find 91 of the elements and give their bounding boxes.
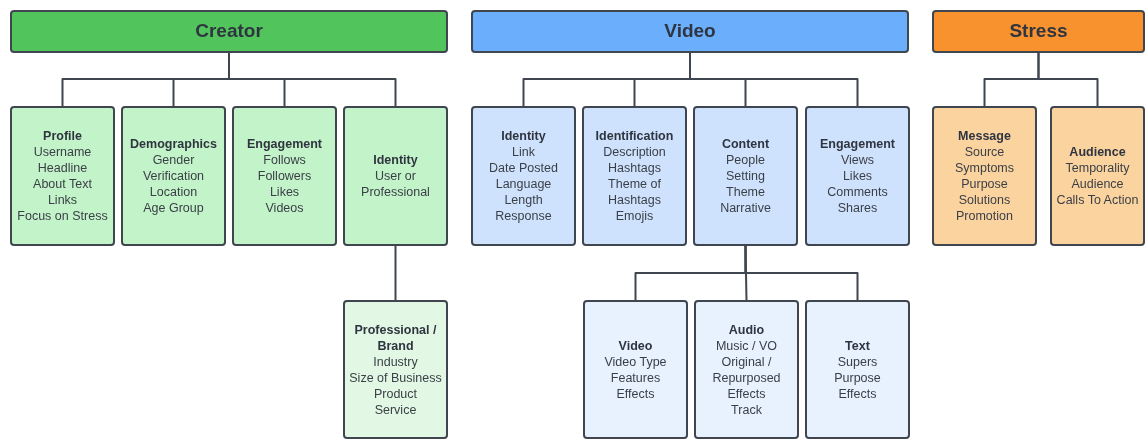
box-heading: Audience [1069,144,1126,160]
attribute-item: Theme of Hashtags [607,176,662,208]
attribute-item: Links [47,192,78,208]
attribute-item: Follows [263,152,306,168]
attribute-item: Likes [269,184,300,200]
attribute-item: Videos [265,200,304,216]
attribute-item: Theme [726,184,765,200]
attribute-box [805,106,910,246]
box-heading: Identification [595,128,674,144]
category-header-box [10,10,448,53]
attribute-item: Followers [257,168,312,184]
attribute-item: Username [33,144,92,160]
attribute-item: Product [373,385,418,402]
attribute-item: Music / VO [715,337,778,354]
attribute-box [343,300,448,439]
attribute-item: Narrative [720,200,771,216]
box-heading: Identity [501,128,546,144]
attribute-box [343,106,448,246]
box-heading: Text [845,337,870,354]
attribute-item: Headline [37,160,88,176]
attribute-item: Purpose [834,369,881,386]
attribute-item: Audience [1071,176,1124,192]
attribute-item: Original / Repurposed [711,353,782,386]
attribute-box [694,300,799,439]
attribute-item: Hashtags [608,160,661,176]
attribute-item: Temporality [1065,160,1130,176]
attribute-box [582,106,687,246]
box-heading: Identity [373,152,418,168]
box-heading: Content [721,136,770,152]
attribute-item: Setting [726,168,765,184]
attribute-item: Industry [373,353,418,370]
attribute-item: Gender [152,152,195,168]
attribute-box [583,300,688,439]
attribute-box [232,106,337,246]
attribute-box [693,106,798,246]
attribute-item: Emojis [615,208,654,224]
attribute-item: Description [603,144,666,160]
category-header-box [471,10,909,53]
attribute-item: Solutions [958,192,1011,208]
attribute-box [805,300,910,439]
attribute-item: Supers [837,353,878,370]
category-header-box [932,10,1145,53]
attribute-item: Calls To Action [1056,192,1139,208]
attribute-box [121,106,226,246]
connector-line [744,245,859,301]
attribute-item: People [726,152,765,168]
attribute-item: Response [495,208,552,224]
attribute-item: Promotion [956,208,1013,224]
attribute-box [471,106,576,246]
attribute-item: Language [495,176,552,192]
box-heading: Engagement [820,136,895,152]
attribute-item: Video Type [604,353,667,370]
attribute-item: Age Group [143,200,204,216]
attribute-item: User or Professional [360,168,431,200]
attribute-item: Effects [838,385,877,402]
box-heading: Audio [728,321,765,338]
header-title: Video [664,19,716,44]
attribute-box [10,106,115,246]
connector-line [1037,52,1099,107]
attribute-item: Size of Business [349,369,442,386]
attribute-item: Effects [727,385,766,402]
attribute-item: Focus on Stress [17,208,108,224]
attribute-item: Comments [827,184,888,200]
attribute-item: Likes [842,168,873,184]
attribute-item: Verification [142,168,205,184]
attribute-item: Shares [837,200,878,216]
attribute-item: Location [149,184,198,200]
attribute-item: Source [964,144,1005,160]
box-heading: Engagement [247,136,322,152]
connector-line [394,245,397,301]
attribute-item: About Text [33,176,92,192]
attribute-item: Service [374,401,417,418]
header-title: Creator [195,19,263,44]
box-heading: Message [958,128,1011,144]
box-heading: Professional / Brand [353,321,438,354]
attribute-item: Symptoms [954,160,1014,176]
attribute-item: Link [512,144,535,160]
box-heading: Profile [43,128,82,144]
header-title: Stress [1009,19,1068,44]
connector-line [228,52,397,107]
attribute-box [932,106,1037,246]
attribute-item: Track [731,401,762,418]
attribute-item: Views [840,152,875,168]
attribute-item: Length [504,192,543,208]
box-heading: Video [618,337,653,354]
box-heading: Demographics [130,136,217,152]
attribute-item: Effects [616,385,655,402]
attribute-box [1050,106,1145,246]
attribute-item: Date Posted [489,160,558,176]
attribute-item: Features [610,369,661,386]
attribute-item: Purpose [961,176,1008,192]
